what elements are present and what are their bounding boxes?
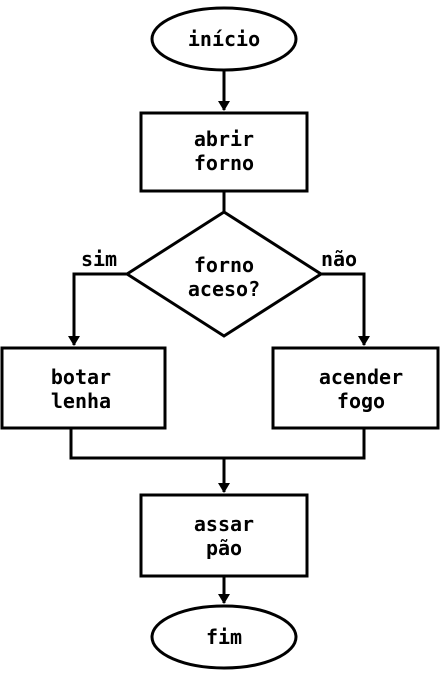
add-wood-label-line2: lenha	[51, 389, 111, 413]
end-label: fim	[206, 625, 242, 649]
process-add-wood: botar lenha	[0, 346, 167, 430]
open-oven-label-line1: abrir	[194, 127, 254, 151]
connector-merge	[69, 428, 366, 460]
process-open-oven: abrir forno	[139, 111, 309, 193]
bake-bread-label-line1: assar	[194, 512, 254, 536]
light-fire-label-line1: acender	[319, 365, 403, 389]
open-oven-label-line2: forno	[194, 151, 254, 175]
end-terminator: fim	[150, 604, 298, 670]
start-terminator: início	[150, 6, 298, 72]
start-label: início	[188, 27, 260, 51]
no-branch-label: não	[321, 247, 357, 271]
process-light-fire: acender fogo	[271, 346, 440, 430]
decision-label-line1: forno	[194, 253, 254, 277]
yes-branch-label: sim	[81, 247, 117, 271]
add-wood-label-line1: botar	[51, 365, 111, 389]
decision-label-line2: aceso?	[188, 277, 260, 301]
process-bake-bread: assar pão	[139, 493, 309, 578]
connector-no-branch	[321, 272, 370, 346]
decision-oven-lit: forno aceso?	[124, 210, 324, 338]
light-fire-label-line2: fogo	[337, 389, 385, 413]
bake-bread-label-line2: pão	[206, 536, 242, 560]
connector-yes-branch	[68, 272, 127, 346]
